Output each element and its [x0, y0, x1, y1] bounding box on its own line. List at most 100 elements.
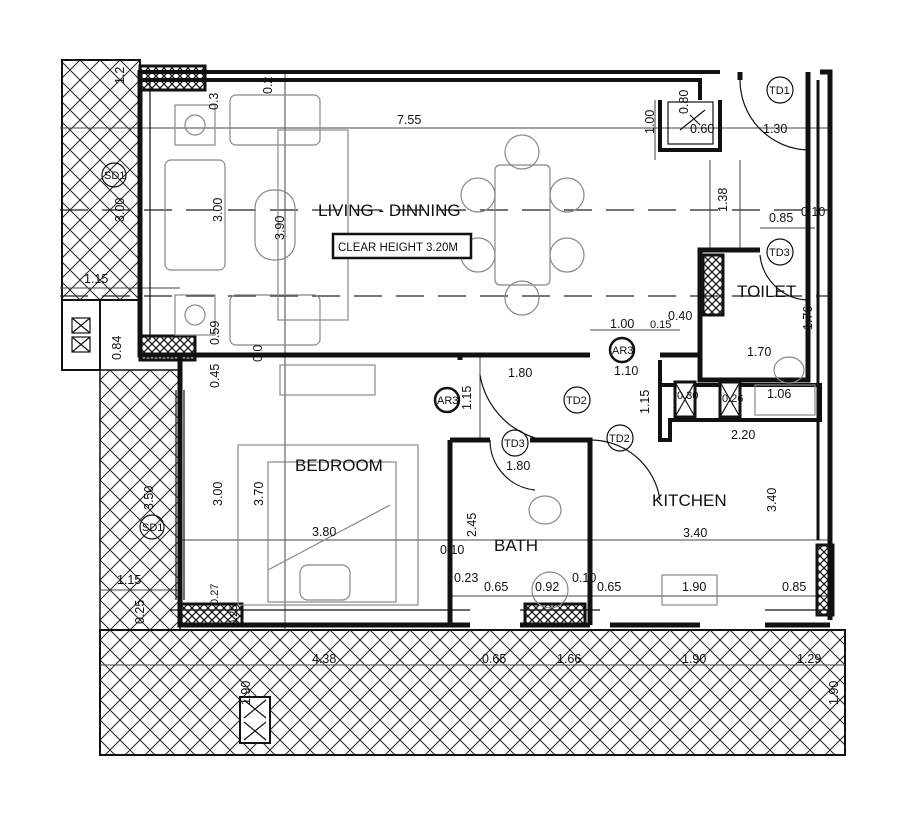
dim-label: 1.38: [716, 188, 730, 212]
dim-label: 0.30: [677, 390, 698, 402]
dim-label: 3.00: [113, 198, 127, 222]
dimensions-living: 7.55 3.00 3.00 3.90 0.3 0.2 0.59 0.0 1.1…: [84, 67, 421, 362]
dim-label: 0.10: [572, 571, 596, 585]
dim-label: 0.25: [228, 605, 240, 626]
tag-ar3: AR3: [437, 395, 458, 407]
dim-label: 1.15: [638, 390, 652, 414]
tag-sd1: SD1: [142, 522, 163, 534]
balcony-left: [61, 59, 181, 631]
toilet-icon: [528, 495, 562, 525]
dim-label: 0.15: [650, 319, 671, 331]
dim-label: 0.92: [535, 580, 559, 594]
dim-label: 0.65: [482, 652, 506, 666]
dining-table-icon: [494, 164, 551, 286]
dim-label: 3.00: [211, 482, 225, 506]
dim-label: 2.45: [465, 513, 479, 537]
dim-label: 4.38: [312, 652, 336, 666]
dim-label: 1.15: [117, 573, 141, 587]
dim-label: 1.30: [763, 122, 787, 136]
toilet-icon: [773, 356, 805, 384]
dim-label: 3.50: [142, 486, 156, 510]
dim-label: 1.76: [801, 306, 815, 330]
wardrobe-icon: [279, 364, 376, 396]
dim-label: 0.10: [440, 543, 464, 557]
dim-label: 1.80: [508, 366, 532, 380]
duct-icon: [71, 317, 91, 334]
dim-label: 1.66: [557, 652, 581, 666]
dim-label: 1.90: [682, 580, 706, 594]
dim-label: 3.80: [312, 525, 336, 539]
sofa-icon: [164, 159, 226, 271]
clear-height-label: CLEAR HEIGHT 3.20M: [338, 242, 458, 254]
room-label-living: LIVING - DINNING: [318, 201, 461, 220]
dim-label: 0.3: [207, 93, 221, 110]
dim-label: 0.26: [722, 393, 743, 405]
dim-label: 0.0: [251, 345, 265, 362]
dim-label: 0.80: [677, 90, 691, 114]
dim-label: 1.80: [506, 459, 530, 473]
dimensions-balcony: 4.38 0.65 1.66 1.90 1.29 1.90 1.90: [239, 652, 841, 705]
dimensions-bedroom: 3.80 3.00 3.70 3.50 1.15 0.25 0.27 0.25 …: [117, 364, 336, 626]
lamp-icon: [184, 114, 206, 136]
bed-icon: [237, 444, 419, 606]
balcony-bottom: [99, 629, 846, 756]
furniture: [164, 94, 816, 609]
dim-label: 2.20: [731, 428, 755, 442]
coffee-table-icon: [254, 189, 296, 261]
tag-td1: TD1: [769, 85, 790, 97]
sink-icon: [661, 574, 718, 606]
armchair-icon: [229, 94, 321, 146]
stove-icon: [754, 384, 816, 416]
dim-label: 1.15: [460, 386, 474, 410]
tag-ar3: AR3: [612, 345, 633, 357]
dim-label: 0.23: [454, 571, 478, 585]
dim-label: 0.84: [110, 336, 124, 360]
dim-label: 1.90: [682, 652, 706, 666]
dim-label: 1.90: [827, 681, 841, 705]
dim-label: 0.65: [597, 580, 621, 594]
dimensions-middle: 1.80 1.15 1.15 0.30 0.26 1.06 2.20 3.40 …: [440, 366, 791, 557]
dim-label: 3.40: [765, 488, 779, 512]
dim-label: 1.06: [767, 387, 791, 401]
tag-td2: TD2: [566, 395, 587, 407]
dim-label: 0.65: [484, 580, 508, 594]
dim-label: 1.90: [239, 681, 253, 705]
room-label-toilet: TOILET: [737, 282, 796, 301]
dim-label: 7.55: [397, 113, 421, 127]
dim-label: 1.15: [84, 272, 108, 286]
dim-label: 0.2: [261, 77, 275, 94]
duct-icon: [71, 336, 91, 353]
dim-label: 0.85: [782, 580, 806, 594]
dim-label: 3.40: [683, 526, 707, 540]
dim-label: 0.45: [208, 364, 222, 388]
dim-label: 0.10: [801, 205, 825, 219]
rug-icon: [277, 129, 349, 321]
structural-columns: [138, 64, 835, 628]
dim-label: 1.70: [747, 345, 771, 359]
dim-label: 0.25: [133, 600, 147, 624]
lamp-icon: [184, 304, 206, 326]
door-window-tags: SD1 SD1 AR3 AR3 TD1 TD3 TD2 TD2 TD3: [101, 76, 794, 540]
dim-label: 1.00: [643, 110, 657, 134]
tag-td3: TD3: [769, 247, 790, 259]
dim-label: 1.10: [614, 364, 638, 378]
dim-label: 1.00: [610, 317, 634, 331]
dim-label: 3.90: [273, 216, 287, 240]
dim-label: 1.29: [797, 652, 821, 666]
room-label-bedroom: BEDROOM: [295, 456, 383, 475]
tag-sd1: SD1: [104, 170, 125, 182]
tag-td3: TD3: [504, 438, 525, 450]
tag-td2: TD2: [609, 433, 630, 445]
dimensions-bath-row: 0.23 0.65 0.92 0.10 0.65 1.90 0.85: [454, 571, 806, 594]
dim-label: 0.85: [769, 211, 793, 225]
room-label-kitchen: KITCHEN: [652, 491, 727, 510]
dim-label: 1.2: [113, 67, 127, 84]
clear-height-box: [331, 232, 473, 260]
doors: [175, 79, 809, 600]
dim-label: 0.59: [208, 321, 222, 345]
room-label-bath: BATH: [494, 536, 538, 555]
dim-label: 3.70: [252, 482, 266, 506]
dimensions-top-right: 1.00 0.80 0.60 1.30 1.38 0.85 0.10 1.76 …: [610, 90, 825, 378]
dim-label: 0.60: [690, 122, 714, 136]
